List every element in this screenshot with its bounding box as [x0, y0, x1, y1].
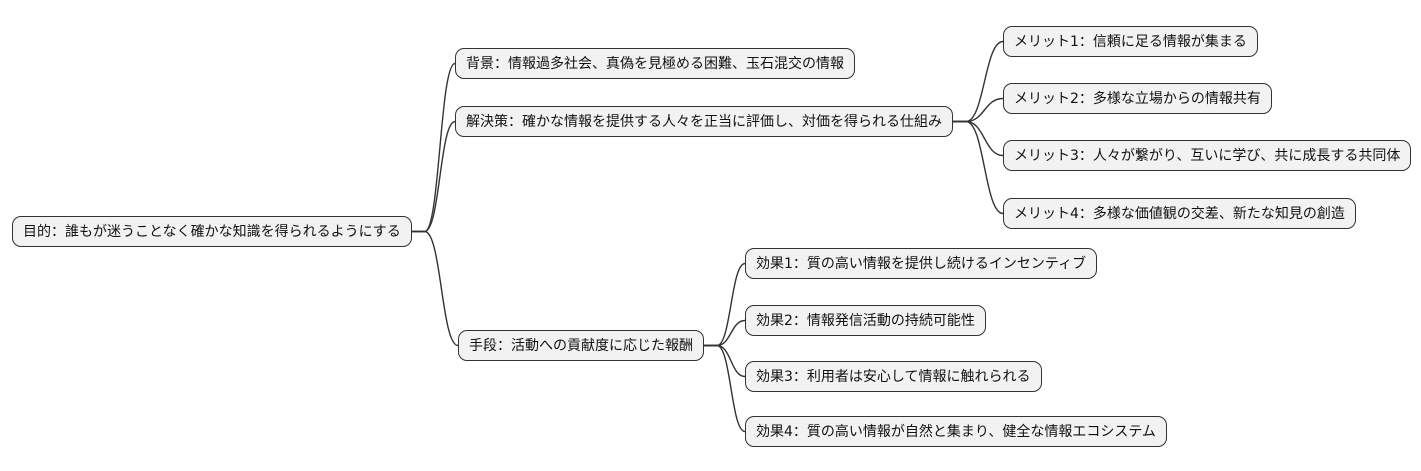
mindmap-node-background: 背景：情報過多社会、真偽を見極める困難、玉石混交の情報 — [455, 48, 855, 79]
edge-solution-merit-4 — [952, 120, 1004, 215]
edge-means-effect-3 — [703, 344, 746, 378]
edge-purpose-background — [411, 62, 456, 233]
edge-purpose-means — [411, 230, 459, 347]
mindmap-node-means: 手段：活動への貢献度に応じた報酬 — [458, 330, 704, 361]
mindmap-node-effect-1: 効果1：質の高い情報を提供し続けるインセンティブ — [745, 248, 1098, 279]
edge-means-effect-1 — [703, 262, 746, 347]
mindmap-node-solution: 解決策：確かな情報を提供する人々を正当に評価し、対価を得られる仕組み — [455, 106, 953, 137]
edge-solution-merit-1 — [952, 40, 1004, 123]
mindmap-node-effect-3: 効果3：利用者は安心して情報に触れられる — [745, 361, 1042, 392]
mindmap-node-merit-2: メリット2：多様な立場からの情報共有 — [1003, 83, 1272, 114]
edge-means-effect-4 — [703, 344, 746, 433]
edge-solution-merit-2 — [952, 97, 1004, 123]
mindmap-node-merit-1: メリット1：信頼に足る情報が集まる — [1003, 26, 1258, 57]
mindmap-node-purpose: 目的：誰もが迷うことなく確かな知識を得られるようにする — [12, 216, 412, 247]
mindmap-node-effect-2: 効果2：情報発信活動の持続可能性 — [745, 305, 986, 336]
mindmap-node-effect-4: 効果4：質の高い情報が自然と集まり、健全な情報エコシステム — [745, 416, 1167, 447]
mindmap-node-merit-3: メリット3：人々が繋がり、互いに学び、共に成長する共同体 — [1003, 140, 1412, 171]
edge-purpose-solution — [411, 120, 456, 233]
mindmap-node-merit-4: メリット4：多様な価値観の交差、新たな知見の創造 — [1003, 198, 1356, 229]
